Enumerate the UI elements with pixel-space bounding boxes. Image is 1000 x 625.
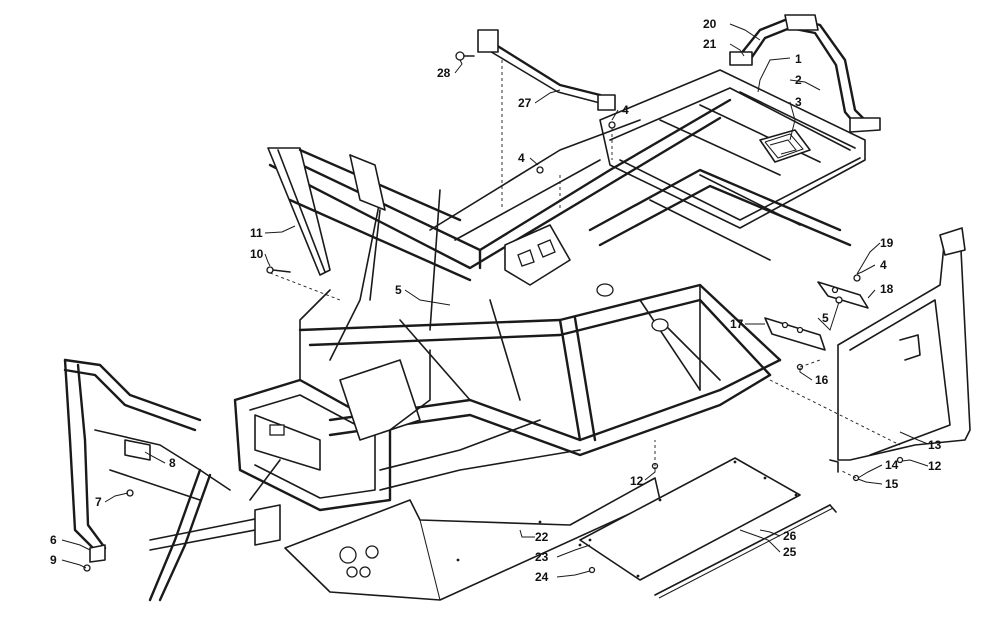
callout-17: 17: [730, 317, 744, 331]
callout-1: 1: [795, 52, 802, 66]
skid-plate: [284, 477, 661, 601]
front-cradle: [233, 289, 581, 512]
side-panel: [829, 227, 971, 473]
callout-20: 20: [703, 17, 717, 31]
callout-2: 2: [795, 73, 802, 87]
callout-13: 13: [928, 438, 942, 452]
callout-3: 3: [795, 95, 802, 109]
callout-12b: 12: [928, 459, 942, 473]
callout-27: 27: [518, 96, 532, 110]
main-frame: [233, 69, 866, 512]
callout-4a: 4: [622, 103, 629, 117]
support-bracket: [477, 29, 616, 111]
rear-cargo-deck: [599, 69, 866, 229]
trim-strip: [654, 504, 834, 599]
callout-11: 11: [250, 226, 263, 240]
callout-26: 26: [783, 529, 797, 543]
callout-15: 15: [885, 477, 899, 491]
callout-24: 24: [535, 570, 549, 584]
upper-rails: [268, 98, 852, 270]
callout-5b: 5: [822, 311, 829, 325]
callout-labels: 1 2 3 4 4 4 5 5 6 7 8 9 10 11 12 12 13 1…: [50, 17, 942, 584]
callout-22: 22: [535, 530, 549, 544]
center-gusset: [504, 224, 571, 286]
callout-4b: 4: [518, 151, 525, 165]
lower-rails: [298, 283, 782, 457]
callout-9: 9: [50, 553, 57, 567]
rear-roll-bar: [729, 14, 881, 133]
callout-10: 10: [250, 247, 264, 261]
callout-25: 25: [783, 545, 797, 559]
fasteners: [83, 51, 904, 574]
callout-6: 6: [50, 533, 57, 547]
callout-16: 16: [815, 373, 829, 387]
callout-7: 7: [95, 495, 102, 509]
callout-4c: 4: [880, 258, 887, 272]
floor-pan: [579, 457, 801, 581]
callout-18: 18: [880, 282, 894, 296]
callout-28: 28: [437, 66, 451, 80]
front-cage-section: [267, 147, 472, 361]
callout-5a: 5: [395, 283, 402, 297]
callout-8: 8: [169, 456, 176, 470]
callout-14: 14: [885, 458, 899, 472]
callout-21: 21: [703, 37, 717, 51]
alignment-lines: [269, 60, 901, 479]
mounting-plates: [764, 281, 869, 351]
callout-12a: 12: [630, 474, 644, 488]
leader-lines: [61, 23, 929, 578]
front-bumper-assembly: [63, 358, 281, 602]
callout-19: 19: [880, 236, 894, 250]
callout-23: 23: [535, 550, 549, 564]
